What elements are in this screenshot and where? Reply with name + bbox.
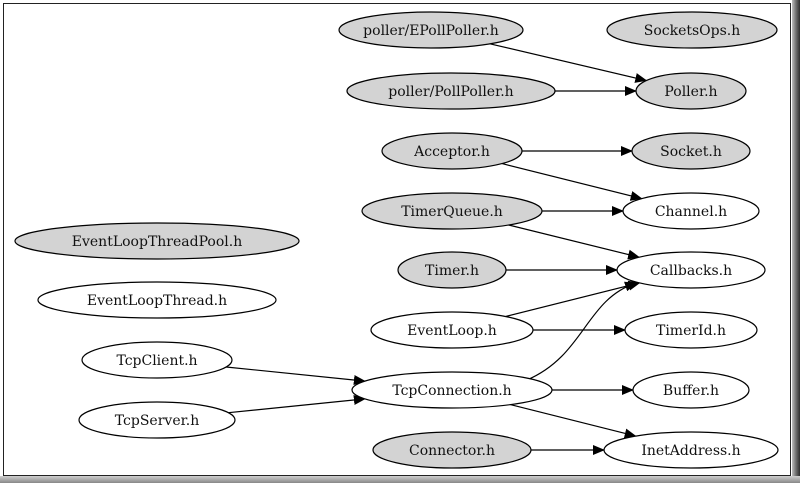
include-dependency-graph: poller/EPollPoller.h SocketsOps.h poller/P… — [14, 11, 779, 469]
node-label: Acceptor.h — [413, 144, 490, 160]
node-ellipse — [78, 401, 236, 439]
node-ellipse — [381, 132, 523, 170]
edge-epollpoller-to-poller — [489, 43, 648, 83]
node-ellipse — [372, 431, 532, 469]
edge-tcpclient-to-tcpconnection — [226, 366, 366, 385]
node-label: Buffer.h — [663, 383, 719, 399]
node-label: Connector.h — [409, 443, 495, 459]
node-eventloop: EventLoop.h — [370, 311, 534, 349]
node-ellipse — [606, 11, 778, 49]
node-label: TimerQueue.h — [401, 204, 503, 220]
node-label: TcpServer.h — [115, 413, 199, 429]
node-ellipse — [624, 311, 758, 349]
node-label: InetAddress.h — [641, 443, 740, 459]
node-inetaddress: InetAddress.h — [603, 431, 779, 469]
node-ellipse — [616, 251, 766, 289]
node-pollpoller: poller/PollPoller.h — [346, 72, 556, 110]
node-socketsops: SocketsOps.h — [606, 11, 778, 49]
node-label: EventLoopThreadPool.h — [72, 234, 242, 250]
node-label: TcpClient.h — [116, 353, 197, 369]
node-ellipse — [632, 371, 750, 409]
node-buffer: Buffer.h — [632, 371, 750, 409]
node-socket: Socket.h — [631, 132, 751, 170]
node-label: TimerId.h — [656, 323, 726, 339]
node-ellipse — [370, 311, 534, 349]
node-ellipse — [631, 132, 751, 170]
edge-eventloop-to-callbacks — [505, 280, 641, 318]
edge-tcpconnection-to-inetaddress — [510, 404, 637, 439]
node-eventloopthread: EventLoopThread.h — [37, 281, 277, 319]
edge-tcpserver-to-tcpconnection — [228, 395, 366, 414]
node-ellipse — [603, 431, 779, 469]
node-tcpconnection: TcpConnection.h — [351, 371, 553, 409]
node-ellipse — [622, 192, 760, 230]
edges-layer — [226, 43, 648, 455]
nodes-layer: poller/EPollPoller.h SocketsOps.h poller/P… — [14, 11, 779, 469]
node-ellipse — [397, 251, 507, 289]
node-ellipse — [346, 72, 556, 110]
node-tcpserver: TcpServer.h — [78, 401, 236, 439]
node-ellipse — [81, 341, 233, 379]
node-label: Timer.h — [425, 263, 479, 279]
node-ellipse — [361, 192, 543, 230]
window-edge-bottom — [0, 476, 800, 483]
node-timerqueue: TimerQueue.h — [361, 192, 543, 230]
node-label: Channel.h — [655, 204, 727, 220]
node-label: Poller.h — [664, 84, 717, 100]
node-channel: Channel.h — [622, 192, 760, 230]
node-label: poller/PollPoller.h — [388, 84, 513, 100]
node-connector: Connector.h — [372, 431, 532, 469]
window-edge-right — [792, 0, 800, 483]
node-callbacks: Callbacks.h — [616, 251, 766, 289]
node-ellipse — [338, 11, 524, 49]
node-label: Socket.h — [660, 144, 722, 160]
node-epollpoller: poller/EPollPoller.h — [338, 11, 524, 49]
node-label: EventLoop.h — [407, 323, 497, 339]
node-label: Callbacks.h — [650, 263, 732, 279]
node-ellipse — [14, 222, 300, 260]
node-label: poller/EPollPoller.h — [363, 23, 499, 39]
node-timerid: TimerId.h — [624, 311, 758, 349]
node-eventloopthreadpool: EventLoopThreadPool.h — [14, 222, 300, 260]
node-label: SocketsOps.h — [644, 23, 741, 39]
node-timer: Timer.h — [397, 251, 507, 289]
node-ellipse — [351, 371, 553, 409]
node-label: EventLoopThread.h — [87, 293, 227, 309]
node-ellipse — [635, 72, 747, 110]
node-tcpclient: TcpClient.h — [81, 341, 233, 379]
node-label: TcpConnection.h — [392, 383, 511, 399]
edge-tcpconnection-to-callbacks — [526, 281, 637, 381]
edge-timerqueue-to-callbacks — [508, 224, 641, 260]
node-ellipse — [37, 281, 277, 319]
node-acceptor: Acceptor.h — [381, 132, 523, 170]
node-poller: Poller.h — [635, 72, 747, 110]
edge-acceptor-to-channel — [501, 163, 643, 201]
